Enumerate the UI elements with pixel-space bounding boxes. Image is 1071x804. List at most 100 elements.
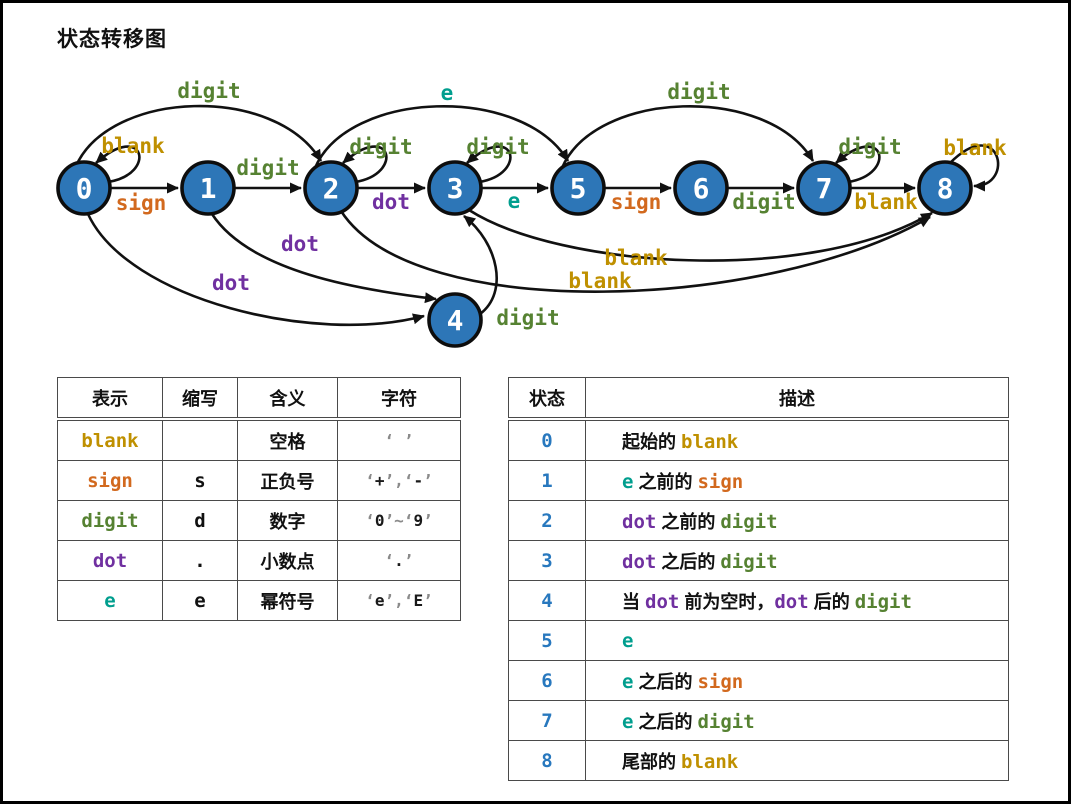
legend-abbr [162,418,238,461]
edge-label-5-6: sign [611,190,662,214]
legend-table: 表示 缩写 含义 字符 blank 空格 ‘ ’ sign s 正负号 ‘+’,… [57,377,461,621]
state-number: 8 [541,749,553,772]
node-1-circle [180,160,236,216]
node-6-circle [673,160,729,216]
node-5-number: 5 [570,172,587,205]
legend-abbr: d [162,500,238,541]
edge-label-0-4: dot [212,271,250,295]
node-7-circle [796,160,852,216]
edge-2-8 [339,210,931,293]
legend-header-meaning: 含义 [237,377,338,421]
edge-3-self [466,145,512,184]
state-description: e 之后的 digit [585,700,1009,741]
node-1-number: 1 [200,172,217,205]
legend-chars: ‘ ’ [337,418,461,461]
legend-abbr: e [162,580,238,621]
state-description: dot 之后的 digit [585,540,1009,581]
legend-name: blank [81,429,139,452]
state-description: 起始的 blank [585,418,1009,461]
state-row-2: 2 dot 之前的 digit [508,500,1009,541]
legend-abbr: . [162,540,238,581]
state-number: 7 [541,709,553,732]
state-transition-diagram: blank sign digit dot digit dot digit dot… [56,79,1007,348]
state-number: 0 [541,429,553,452]
node-3-number: 3 [447,172,464,205]
edge-1-4 [210,213,437,304]
state-description: e [585,620,1009,661]
legend-chars: ‘0’~‘9’ [337,500,461,541]
state-row-0: 0 起始的 blank [508,418,1009,461]
nodes: 0 1 2 3 4 5 6 [56,160,973,348]
state-node-6: 6 [673,160,729,216]
state-node-1: 1 [180,160,236,216]
state-description: e 之前的 sign [585,460,1009,501]
legend-chars: ‘e’,‘E’ [337,580,461,621]
state-row-8: 8 尾部的 blank [508,740,1009,781]
edge-0-4 [86,213,425,327]
edge-label-2-5: e [441,81,454,105]
legend-meaning: 幂符号 [237,580,338,621]
state-node-0: 0 [56,160,112,216]
node-8-circle [917,160,973,216]
legend-header-row: 表示 缩写 含义 字符 [57,377,461,421]
node-7-number: 7 [816,172,833,205]
state-table: 状态 描述 0 起始的 blank 1 e 之前的 sign 2 dot 之前的… [508,377,1009,781]
state-row-5: 5 e [508,620,1009,661]
state-header-row: 状态 描述 [508,377,1009,421]
legend-name: e [104,589,116,612]
state-description: 当 dot 前为空时，dot 后的 digit [585,580,1009,621]
state-number: 4 [541,589,553,612]
edge-labels: blank sign digit dot digit dot digit dot… [101,79,1007,330]
legend-row-e: e e 幂符号 ‘e’,‘E’ [57,580,461,621]
legend-header-representation: 表示 [57,377,163,421]
state-number: 1 [541,469,553,492]
edge-label-5-7: digit [667,80,730,104]
node-4-circle [427,292,483,348]
edge-7-self [835,145,881,184]
state-node-7: 7 [796,160,852,216]
legend-chars: ‘.’ [337,540,461,581]
edge-label-0-2: digit [177,79,240,103]
edge-label-6-7: digit [732,190,795,214]
state-node-4: 4 [427,292,483,348]
node-3-circle [427,160,483,216]
edge-8-self [949,144,1000,192]
edge-label-1-2: digit [236,156,299,180]
state-node-2: 2 [303,160,359,216]
edge-label-4-3: digit [496,306,559,330]
legend-chars: ‘+’,‘-’ [337,460,461,501]
edge-0-2 [74,104,323,167]
edge-label-8-self: blank [943,136,1007,160]
legend-row-sign: sign s 正负号 ‘+’,‘-’ [57,460,461,501]
legend-meaning: 小数点 [237,540,338,581]
edge-4-3 [463,214,498,316]
legend-meaning: 数字 [237,500,338,541]
state-description: dot 之前的 digit [585,500,1009,541]
edge-label-3-5: e [508,189,521,213]
legend-row-dot: dot . 小数点 ‘.’ [57,540,461,581]
edge-label-3-8: blank [604,246,668,270]
legend-header-characters: 字符 [337,377,461,421]
state-row-3: 3 dot 之后的 digit [508,540,1009,581]
state-description: e 之后的 sign [585,660,1009,701]
legend-row-digit: digit d 数字 ‘0’~‘9’ [57,500,461,541]
node-0-circle [56,160,112,216]
legend-row-blank: blank 空格 ‘ ’ [57,418,461,461]
edge-label-2-8: blank [568,269,632,293]
state-number: 2 [541,509,553,532]
edge-label-7-8: blank [854,190,918,214]
legend-abbr: s [162,460,238,501]
state-row-6: 6 e 之后的 sign [508,660,1009,701]
state-node-5: 5 [550,160,606,216]
node-2-number: 2 [323,172,340,205]
state-description: 尾部的 blank [585,740,1009,781]
edge-2-self [342,145,388,184]
state-number: 3 [541,549,553,572]
edge-label-3-self: digit [466,135,529,159]
state-row-4: 4 当 dot 前为空时，dot 后的 digit [508,580,1009,621]
legend-header-abbreviation: 缩写 [162,377,238,421]
node-5-circle [550,160,606,216]
state-node-3: 3 [427,160,483,216]
edge-3-8 [468,208,933,262]
state-row-7: 7 e 之后的 digit [508,700,1009,741]
